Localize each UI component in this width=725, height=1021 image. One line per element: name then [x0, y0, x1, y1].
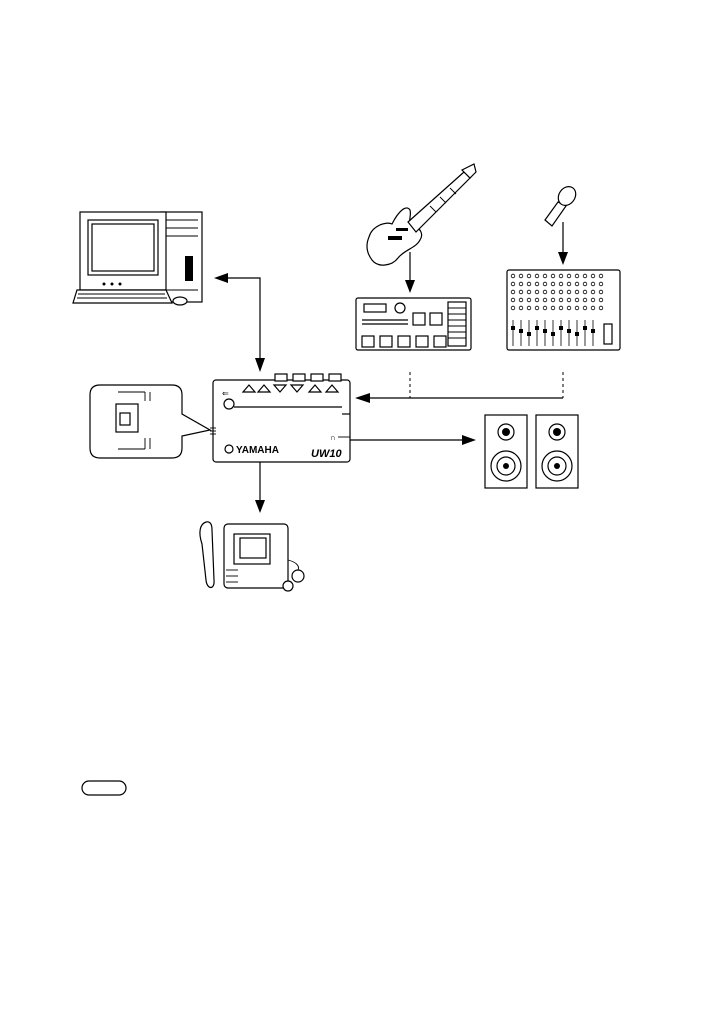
model-label: UW10: [311, 448, 342, 460]
mixer-knob: [583, 306, 587, 310]
mixer-fader-cap: [551, 332, 555, 336]
mixer-knob: [511, 274, 515, 278]
mixer-knob: [575, 306, 579, 310]
mixer-knob: [551, 298, 555, 302]
mixer-knob: [527, 298, 531, 302]
mixer-knob: [599, 282, 603, 286]
mixer-knob: [591, 274, 595, 278]
brand-logo: YAMAHA: [236, 445, 279, 456]
mixer-knob: [527, 306, 531, 310]
svg-text:⇐: ⇐: [222, 389, 229, 398]
mixer-knob: [543, 298, 547, 302]
mixer-knob: [535, 298, 539, 302]
mixer-knob: [559, 274, 563, 278]
mixer-knob: [559, 306, 563, 310]
effects-processor-icon: [356, 298, 471, 350]
mixer-fader-cap: [527, 332, 531, 336]
mixer-knob: [519, 282, 523, 286]
mixer-knob: [527, 290, 531, 294]
mixer-knob: [567, 274, 571, 278]
mixer-knob: [591, 282, 595, 286]
mixer-knob: [535, 306, 539, 310]
mixer-knob: [567, 282, 571, 286]
mixer-knob: [543, 290, 547, 294]
mixer-knob: [511, 298, 515, 302]
mixer-fader-cap: [591, 329, 595, 333]
mixer-fader-cap: [543, 329, 547, 333]
mixer-knob: [599, 290, 603, 294]
mixer-knob: [551, 290, 555, 294]
audio-interface-icon: ⇐ ∩ YAMAHA UW10: [210, 374, 350, 462]
mixer-knob: [575, 290, 579, 294]
mixer-knob: [519, 298, 523, 302]
mixer-knob: [599, 306, 603, 310]
electric-guitar-icon: [367, 164, 476, 265]
mixer-fader-cap: [583, 326, 587, 330]
mixer-fader-cap: [567, 329, 571, 333]
mixer-knob: [511, 290, 515, 294]
mixer-knob: [519, 290, 523, 294]
mixer-knob: [543, 274, 547, 278]
mixer-knob: [567, 290, 571, 294]
mixer-knob: [575, 274, 579, 278]
mixer-knob: [583, 290, 587, 294]
mixer-knob: [543, 306, 547, 310]
mixer-knob: [535, 274, 539, 278]
mixer-knob: [543, 282, 547, 286]
note-badge: [82, 781, 126, 795]
microphone-icon: [545, 183, 579, 226]
mixer-knob: [519, 274, 523, 278]
mixer-knob: [591, 306, 595, 310]
mixer-knob: [575, 282, 579, 286]
svg-text:∩: ∩: [330, 433, 336, 442]
mixer-icon: [507, 270, 620, 350]
mixer-fader-cap: [511, 326, 515, 330]
mixer-fader-cap: [519, 329, 523, 333]
mixer-fader-cap: [575, 332, 579, 336]
mixer-knob: [583, 298, 587, 302]
mixer-knob: [559, 298, 563, 302]
mixer-knob: [599, 298, 603, 302]
mixer-knob: [511, 306, 515, 310]
mixer-knob: [511, 282, 515, 286]
mixer-knob: [527, 282, 531, 286]
computer-icon: [73, 212, 202, 305]
mixer-knob: [583, 282, 587, 286]
mixer-knob: [591, 298, 595, 302]
mixer-knob: [591, 290, 595, 294]
mixer-knob: [535, 290, 539, 294]
mixer-knob: [551, 306, 555, 310]
mixer-fader-cap: [535, 326, 539, 330]
mixer-knob: [535, 282, 539, 286]
mixer-fader-cap: [559, 326, 563, 330]
mixer-knob: [599, 274, 603, 278]
mixer-knob: [575, 298, 579, 302]
switch-callout: [90, 385, 210, 458]
mixer-knob: [551, 282, 555, 286]
md-recorder-icon: [200, 522, 304, 591]
mixer-knob: [559, 282, 563, 286]
mixer-knob: [519, 306, 523, 310]
mixer-knob: [567, 298, 571, 302]
mixer-knob: [551, 274, 555, 278]
mixer-knob: [559, 290, 563, 294]
mixer-knob: [583, 274, 587, 278]
mixer-knob: [527, 274, 531, 278]
speakers-icon: [485, 415, 578, 488]
mixer-knob: [567, 306, 571, 310]
